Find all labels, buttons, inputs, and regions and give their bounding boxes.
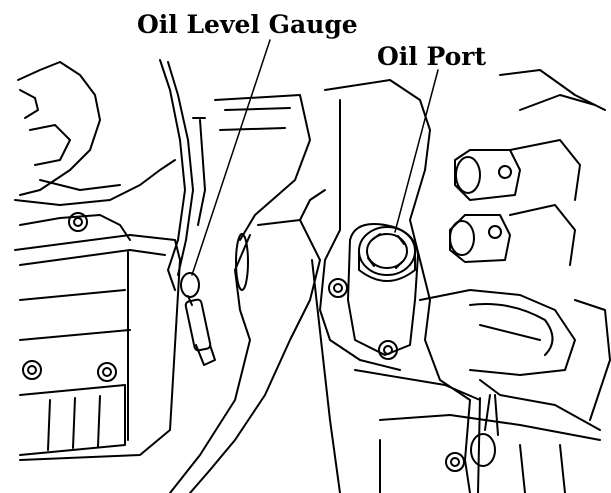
- oil-level-gauge-label: Oil Level Gauge: [137, 10, 358, 39]
- oil-level-gauge-leader: [191, 39, 271, 276]
- central-arm: [169, 94, 326, 493]
- upper-left-housing: [14, 61, 176, 206]
- left-block: [14, 214, 181, 461]
- oil-port-label: Oil Port: [377, 42, 486, 71]
- oil-port-cap-drawing: [358, 226, 416, 282]
- leader-lines: [191, 39, 439, 276]
- oil-level-gauge-drawing: [159, 59, 216, 366]
- oil-port-leader: [394, 69, 439, 233]
- center-housing: [311, 79, 481, 493]
- right-components: [379, 69, 611, 493]
- bolts: [22, 165, 512, 472]
